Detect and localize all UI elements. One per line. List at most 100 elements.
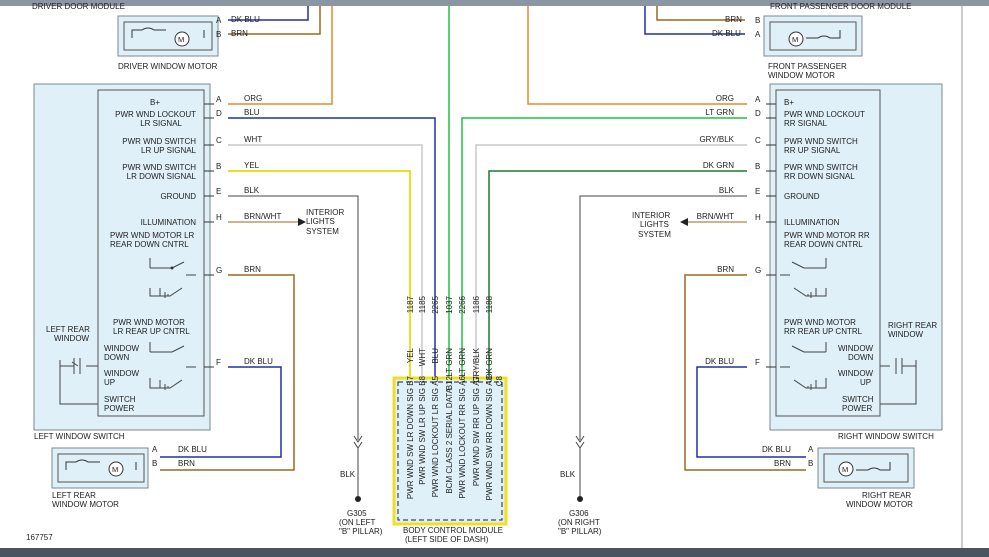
motor-m-label: M <box>792 35 798 44</box>
bcm-pin-id: B12 <box>445 375 454 390</box>
pin-b: B <box>808 459 813 468</box>
label-window-up: WINDOW <box>838 369 874 378</box>
left-pin-letter: H <box>216 213 222 222</box>
pin-name-lockout2: LR SIGNAL <box>140 119 182 128</box>
label-down: DOWN <box>848 353 874 362</box>
pin-name-up2: LR UP SIGNAL <box>141 146 197 155</box>
ground-wire-label: BLK <box>340 470 356 479</box>
right-pin-wire: BRN <box>717 265 734 274</box>
wire-left-dkblu <box>160 366 282 458</box>
bcm-circuit-number: 1037 <box>445 295 454 313</box>
left-pin-wire: DK BLU <box>244 357 273 366</box>
bcm-circuit-number: 1187 <box>406 295 415 313</box>
pin-name-bplus: B+ <box>150 98 160 107</box>
label-up: UP <box>104 378 115 387</box>
lights-label: LIGHTS <box>306 217 335 226</box>
right-rear-window-motor: M A B DK BLU BRN RIGHT REAR WINDOW MOTOR <box>762 445 915 509</box>
left-pin-letter: E <box>216 187 221 196</box>
interior-lights-right: INTERIOR LIGHTS SYSTEM <box>632 211 688 239</box>
wire-label: DK BLU <box>231 15 260 24</box>
right-pin-wire: BRN/WHT <box>697 212 734 221</box>
bcm-wire-color: DK GRN <box>485 348 494 379</box>
bcm-circuit-number: 2265 <box>431 295 440 313</box>
pin-name-rear-down: REAR DOWN CNTRL <box>110 240 189 249</box>
left-pin-wire: YEL <box>244 161 260 170</box>
pin-name-down2: RR DOWN SIGNAL <box>784 172 855 181</box>
pin-name-ground: GROUND <box>784 192 820 201</box>
pin-name-lockout: PWR WND LOCKOUT <box>115 110 196 119</box>
left-pin-wire: WHT <box>244 135 262 144</box>
system-label: SYSTEM <box>306 227 339 236</box>
passenger-door-module-title: FRONT PASSENGER DOOR MODULE <box>770 2 912 11</box>
pin-name-motor-lr: PWR WND MOTOR LR <box>110 231 195 240</box>
ground-id: G305 <box>347 509 367 518</box>
pin-name-down2: LR DOWN SIGNAL <box>127 172 197 181</box>
window-top-edge <box>0 0 989 6</box>
label-right-rear: RIGHT REAR <box>888 321 937 330</box>
wire-pass-dkblu <box>644 6 745 35</box>
label-window: WINDOW <box>54 334 90 343</box>
pin-name-rear-down: REAR DOWN CNTRL <box>784 240 863 249</box>
pin-a: A <box>808 445 814 454</box>
motor-m-label: M <box>178 35 184 44</box>
right-pin-letter: G <box>755 266 761 275</box>
rr-motor-label1: RIGHT REAR <box>862 491 911 500</box>
wire-pass-brn <box>656 6 745 21</box>
left-pin-wire: BRN <box>244 265 261 274</box>
wire-driver-brn <box>228 6 321 35</box>
ground-id: G306 <box>569 509 589 518</box>
ground-loc1: (ON LEFT <box>339 518 376 527</box>
pin-a: A <box>152 445 158 454</box>
left-window-switch: B+ PWR WND LOCKOUT LR SIGNAL PWR WND SWI… <box>33 83 211 441</box>
left-pin-letter: D <box>216 109 222 118</box>
interior-label: INTERIOR <box>306 208 344 217</box>
bcm-pin-function: PWR WND SW LR UP SIG <box>418 388 427 485</box>
pin-name-bplus: B+ <box>784 98 794 107</box>
pin-name-switch-up: PWR WND SWITCH <box>122 137 196 146</box>
left-pin-letter: A <box>216 95 222 104</box>
pin-name-ground: GROUND <box>160 192 196 201</box>
label-window: WINDOW <box>888 330 924 339</box>
label-up: UP <box>860 378 871 387</box>
lr-motor-label2: WINDOW MOTOR <box>52 500 119 509</box>
wire-left-blu <box>228 117 436 380</box>
left-pin-letter: G <box>216 266 222 275</box>
ground-loc1: (ON RIGHT <box>558 518 600 527</box>
right-pin-letter: C <box>755 136 761 145</box>
wire-label: BRN <box>725 15 742 24</box>
pin-name-rear-up: RR REAR UP CNTRL <box>784 327 863 336</box>
wire-right-grayblk <box>475 144 747 380</box>
label-window-down: WINDOW <box>104 344 140 353</box>
left-pin-letter: C <box>216 136 222 145</box>
right-pin-wire: DK GRN <box>703 161 734 170</box>
pin-b: B <box>216 30 221 39</box>
bcm-wire-color: WHT <box>418 348 427 366</box>
left-pin-wire: BLU <box>244 108 260 117</box>
window-bottom-bar[interactable] <box>0 548 989 557</box>
right-pin-wire: LT GRN <box>705 108 734 117</box>
wire-left-blk <box>228 195 359 440</box>
right-pin-wire: DK BLU <box>705 357 734 366</box>
passenger-window-motor: M B A BRN DK BLU FRONT PASSENGER WINDOW … <box>712 15 863 80</box>
bcm-wire-color: LT GRN <box>458 348 467 377</box>
right-pin-wire: BLK <box>719 186 735 195</box>
pin-name-switch-down: PWR WND SWITCH <box>784 163 858 172</box>
figure-number: 167757 <box>26 533 53 542</box>
wire-right-dkgrn <box>488 170 747 380</box>
right-pin-letter: H <box>755 213 761 222</box>
driver-door-module-title: DRIVER DOOR MODULE <box>32 2 125 11</box>
wire-label: BRN <box>774 459 791 468</box>
bcm-wire-color: BLU <box>431 348 440 364</box>
pin-name-motor: PWR WND MOTOR <box>113 318 185 327</box>
pin-name-up2: RR UP SIGNAL <box>784 146 841 155</box>
pin-a: A <box>755 30 761 39</box>
ground-loc2: "B" PILLAR) <box>339 527 383 536</box>
bcm-pin-id: A7 <box>472 375 481 385</box>
left-pin-wire: BRN/WHT <box>244 212 281 221</box>
left-rear-window-motor: M A B DK BLU BRN LEFT REAR WINDOW MOTOR <box>51 445 207 509</box>
